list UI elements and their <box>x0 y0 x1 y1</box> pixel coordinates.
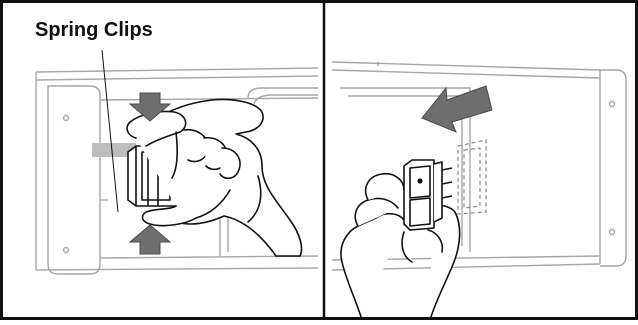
left-panel <box>35 49 319 275</box>
spring-clips-label: Spring Clips <box>35 19 153 41</box>
switch-cutout-outline <box>457 139 487 215</box>
callout-leader-line <box>101 49 119 213</box>
right-panel <box>331 61 627 321</box>
down-arrow-icon <box>128 92 172 122</box>
hand-left <box>126 98 303 257</box>
appliance-panel-left <box>35 67 319 275</box>
switch-indicator-dot <box>417 178 423 184</box>
mounting-hole-shadow <box>92 143 136 157</box>
left-arrow-icon <box>421 85 493 133</box>
rocker-switch-right <box>403 159 453 231</box>
appliance-panel-right <box>331 61 627 271</box>
up-arrow-icon <box>128 224 172 255</box>
hand-right <box>340 172 461 321</box>
